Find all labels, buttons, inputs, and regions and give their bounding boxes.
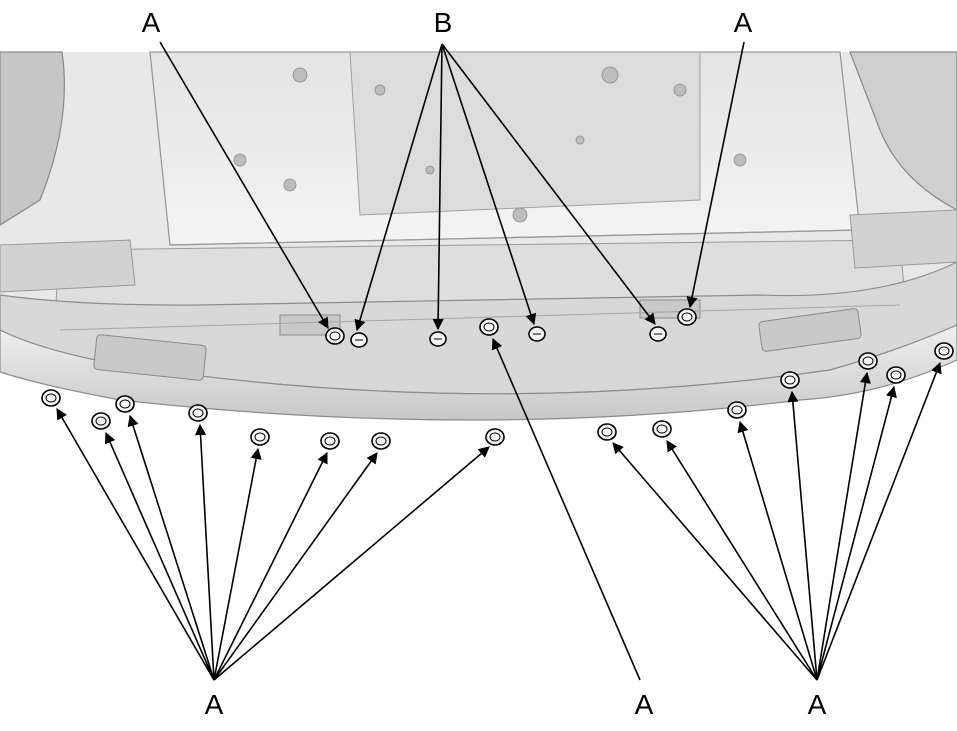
callout-label-a: A	[634, 689, 654, 720]
clip-icon	[320, 432, 340, 450]
screw-icon	[429, 331, 447, 347]
clip-icon	[115, 395, 135, 413]
clip-icon	[652, 420, 672, 438]
clip-icon	[485, 428, 505, 446]
callout-label-a: A	[807, 689, 827, 720]
callout-label-a: A	[141, 7, 161, 38]
clip-icon	[727, 401, 747, 419]
callout-label-a: A	[204, 689, 224, 720]
clip-icon	[858, 352, 878, 370]
clip-icons	[41, 308, 954, 450]
clip-icon	[934, 342, 954, 360]
clip-icon	[91, 412, 111, 430]
screw-icon	[528, 326, 546, 342]
vehicle-underbody	[0, 51, 957, 350]
clip-icon	[597, 423, 617, 441]
clip-icon	[479, 318, 499, 336]
clip-icon	[780, 371, 800, 389]
screw-icons	[350, 326, 667, 348]
clip-icon	[188, 404, 208, 422]
clip-icon	[250, 428, 270, 446]
callout-label-a: A	[733, 7, 753, 38]
clip-icon	[41, 389, 61, 407]
callout-label-b: B	[433, 7, 453, 38]
screw-icon	[649, 326, 667, 342]
leader-lines	[56, 41, 942, 681]
screw-icon	[350, 332, 368, 348]
front-undercover	[0, 261, 957, 421]
clip-icon	[325, 327, 345, 345]
left-wheel-well	[0, 51, 65, 226]
clip-icon	[371, 432, 391, 450]
clip-icon	[886, 366, 906, 384]
clip-icon	[677, 308, 697, 326]
